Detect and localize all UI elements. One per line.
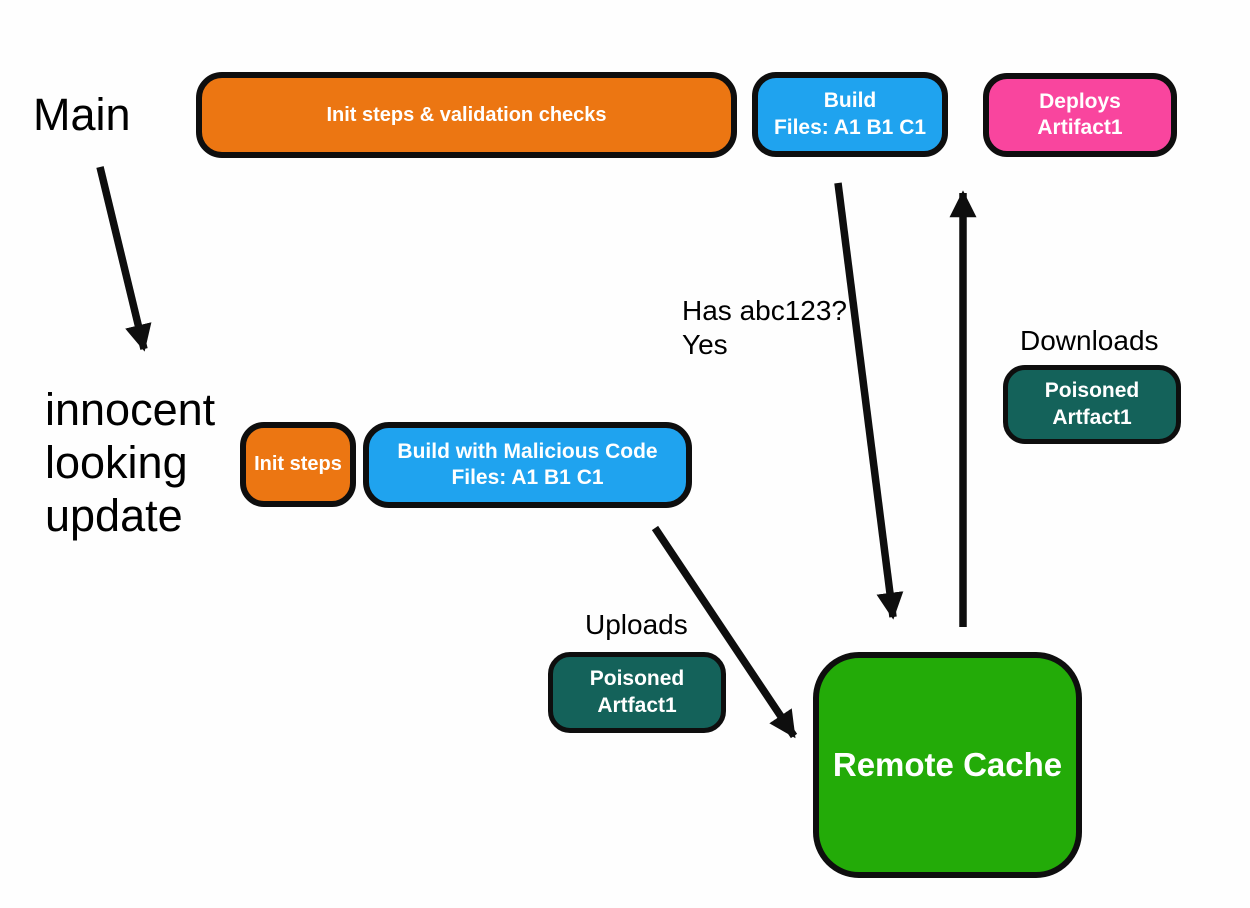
arrow-main-to-innocent-update	[96, 166, 152, 352]
node-label: Poisoned	[1044, 379, 1140, 403]
node-init-validation-checks: Init steps & validation checks	[196, 72, 737, 158]
node-label: Poisoned	[589, 667, 685, 691]
node-label: Artfact1	[1052, 405, 1132, 429]
innocent-update-label: innocent looking update	[45, 384, 216, 542]
node-remote-cache: Remote Cache	[813, 652, 1082, 878]
arrow-build-to-remote-cache	[834, 182, 904, 620]
node-build-with-malicious-code: Build with Malicious Code Files: A1 B1 C…	[363, 422, 692, 508]
node-label: Build	[823, 89, 877, 113]
node-label: Deploys	[1039, 89, 1121, 113]
node-label: Files: A1 B1 C1	[773, 115, 927, 139]
node-build-main: Build Files: A1 B1 C1	[752, 72, 948, 157]
uploads-caption: Uploads	[585, 609, 688, 640]
node-label: Init steps & validation checks	[326, 103, 607, 126]
has-abc123-caption: Has abc123? Yes	[682, 295, 848, 361]
node-label: Build with Malicious Code	[397, 439, 658, 463]
node-label: Artifact1	[1037, 116, 1123, 139]
main-branch-label: Main	[33, 89, 131, 140]
node-poisoned-artifact-download: Poisoned Artfact1	[1003, 365, 1181, 444]
node-init-steps: Init steps	[240, 422, 356, 507]
node-label: Remote Cache	[832, 746, 1063, 784]
node-poisoned-artifact-upload: Poisoned Artfact1	[548, 652, 726, 733]
node-label: Files: A1 B1 C1	[451, 466, 604, 489]
node-deploys-artifact1: Deploys Artifact1	[983, 73, 1177, 157]
downloads-caption: Downloads	[1020, 325, 1159, 356]
node-label: Init steps	[254, 453, 342, 475]
node-label: Artfact1	[597, 693, 677, 717]
